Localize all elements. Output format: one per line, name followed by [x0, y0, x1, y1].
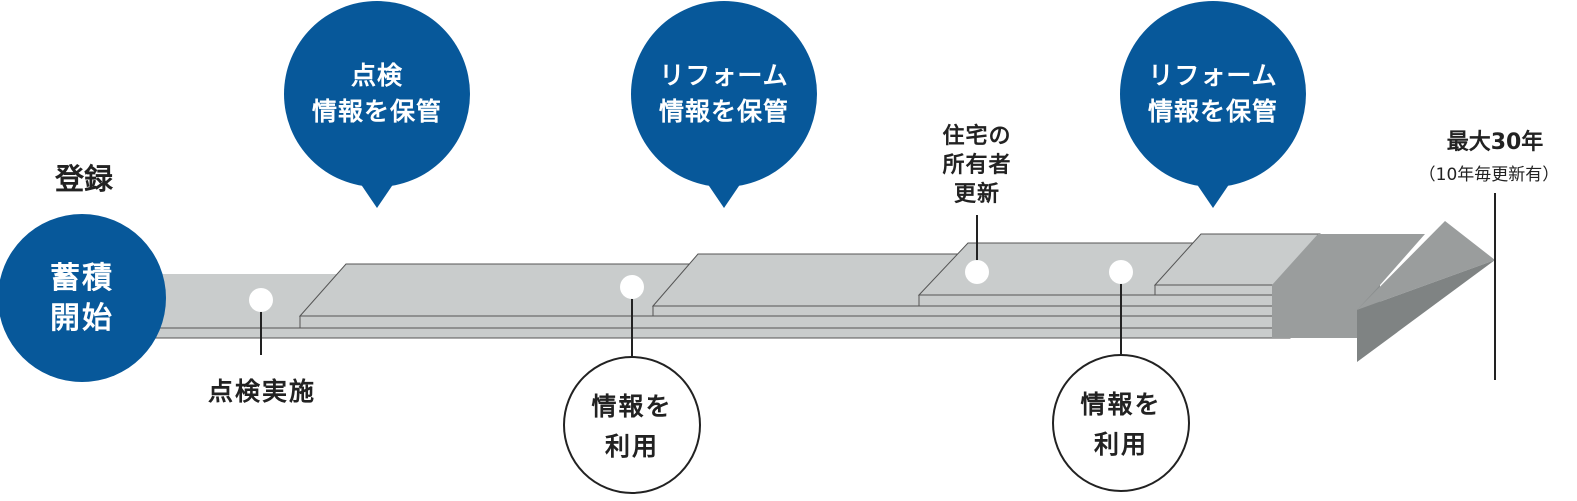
speech-bubble-reform-1-text: リフォーム 情報を保管 — [634, 58, 814, 130]
bubble-line-2: 情報を保管 — [658, 97, 789, 126]
usage-line-1: 情報を — [1080, 390, 1162, 419]
timeline-dot — [249, 288, 273, 312]
start-circle — [0, 214, 166, 382]
start-circle-line-1: 蓄積 — [50, 261, 114, 296]
layer-3-edge — [918, 294, 1291, 307]
bubble-line-1: リフォーム — [659, 61, 789, 90]
usage-circle-1 — [563, 356, 701, 494]
owner-update-label: 住宅の 所有者 更新 — [922, 122, 1032, 209]
speech-bubble-reform-2-text: リフォーム 情報を保管 — [1123, 58, 1303, 130]
usage-circle-2-text: 情報を 利用 — [1056, 385, 1186, 465]
layer-4-edge — [1154, 284, 1291, 296]
bubble-line-1: 点検 — [350, 61, 403, 90]
registration-label: 登録 — [54, 162, 113, 196]
usage-line-2: 利用 — [1093, 430, 1148, 459]
timeline-dot — [965, 260, 989, 284]
bubble-line-2: 情報を保管 — [311, 97, 442, 126]
speech-bubble-inspection — [284, 1, 470, 208]
renewal-note: （10年毎更新有） — [1418, 165, 1560, 185]
usage-circle-1-text: 情報を 利用 — [567, 387, 697, 467]
bubble-line-2: 情報を保管 — [1147, 97, 1278, 126]
layer-1-edge — [299, 315, 1291, 329]
arrow-head-front — [1357, 260, 1495, 362]
speech-bubble-reform-2 — [1120, 1, 1306, 208]
start-circle-text: 蓄積 開始 — [2, 259, 162, 339]
speech-bubble-inspection-text: 点検 情報を保管 — [287, 58, 467, 130]
timeline-dot — [1109, 260, 1133, 284]
usage-line-1: 情報を — [591, 392, 673, 421]
start-circle-line-2: 開始 — [50, 301, 114, 336]
bubble-line-1: リフォーム — [1148, 61, 1278, 90]
owner-update-line-2: 所有者 — [942, 153, 1012, 178]
end-block-top — [1272, 234, 1425, 285]
owner-update-line-1: 住宅の — [942, 124, 1012, 149]
arrow-head-top — [1357, 221, 1495, 310]
owner-update-line-3: 更新 — [953, 182, 1000, 207]
timeline-dot — [620, 275, 644, 299]
max-years-label: 最大30年 — [1446, 130, 1544, 155]
usage-line-2: 利用 — [604, 432, 659, 461]
end-block-front — [1272, 285, 1380, 338]
usage-circle-2 — [1052, 354, 1190, 492]
speech-bubble-reform-1 — [631, 1, 817, 208]
layer-2-edge — [652, 305, 1291, 317]
inspection-done-label: 点検実施 — [207, 377, 316, 406]
